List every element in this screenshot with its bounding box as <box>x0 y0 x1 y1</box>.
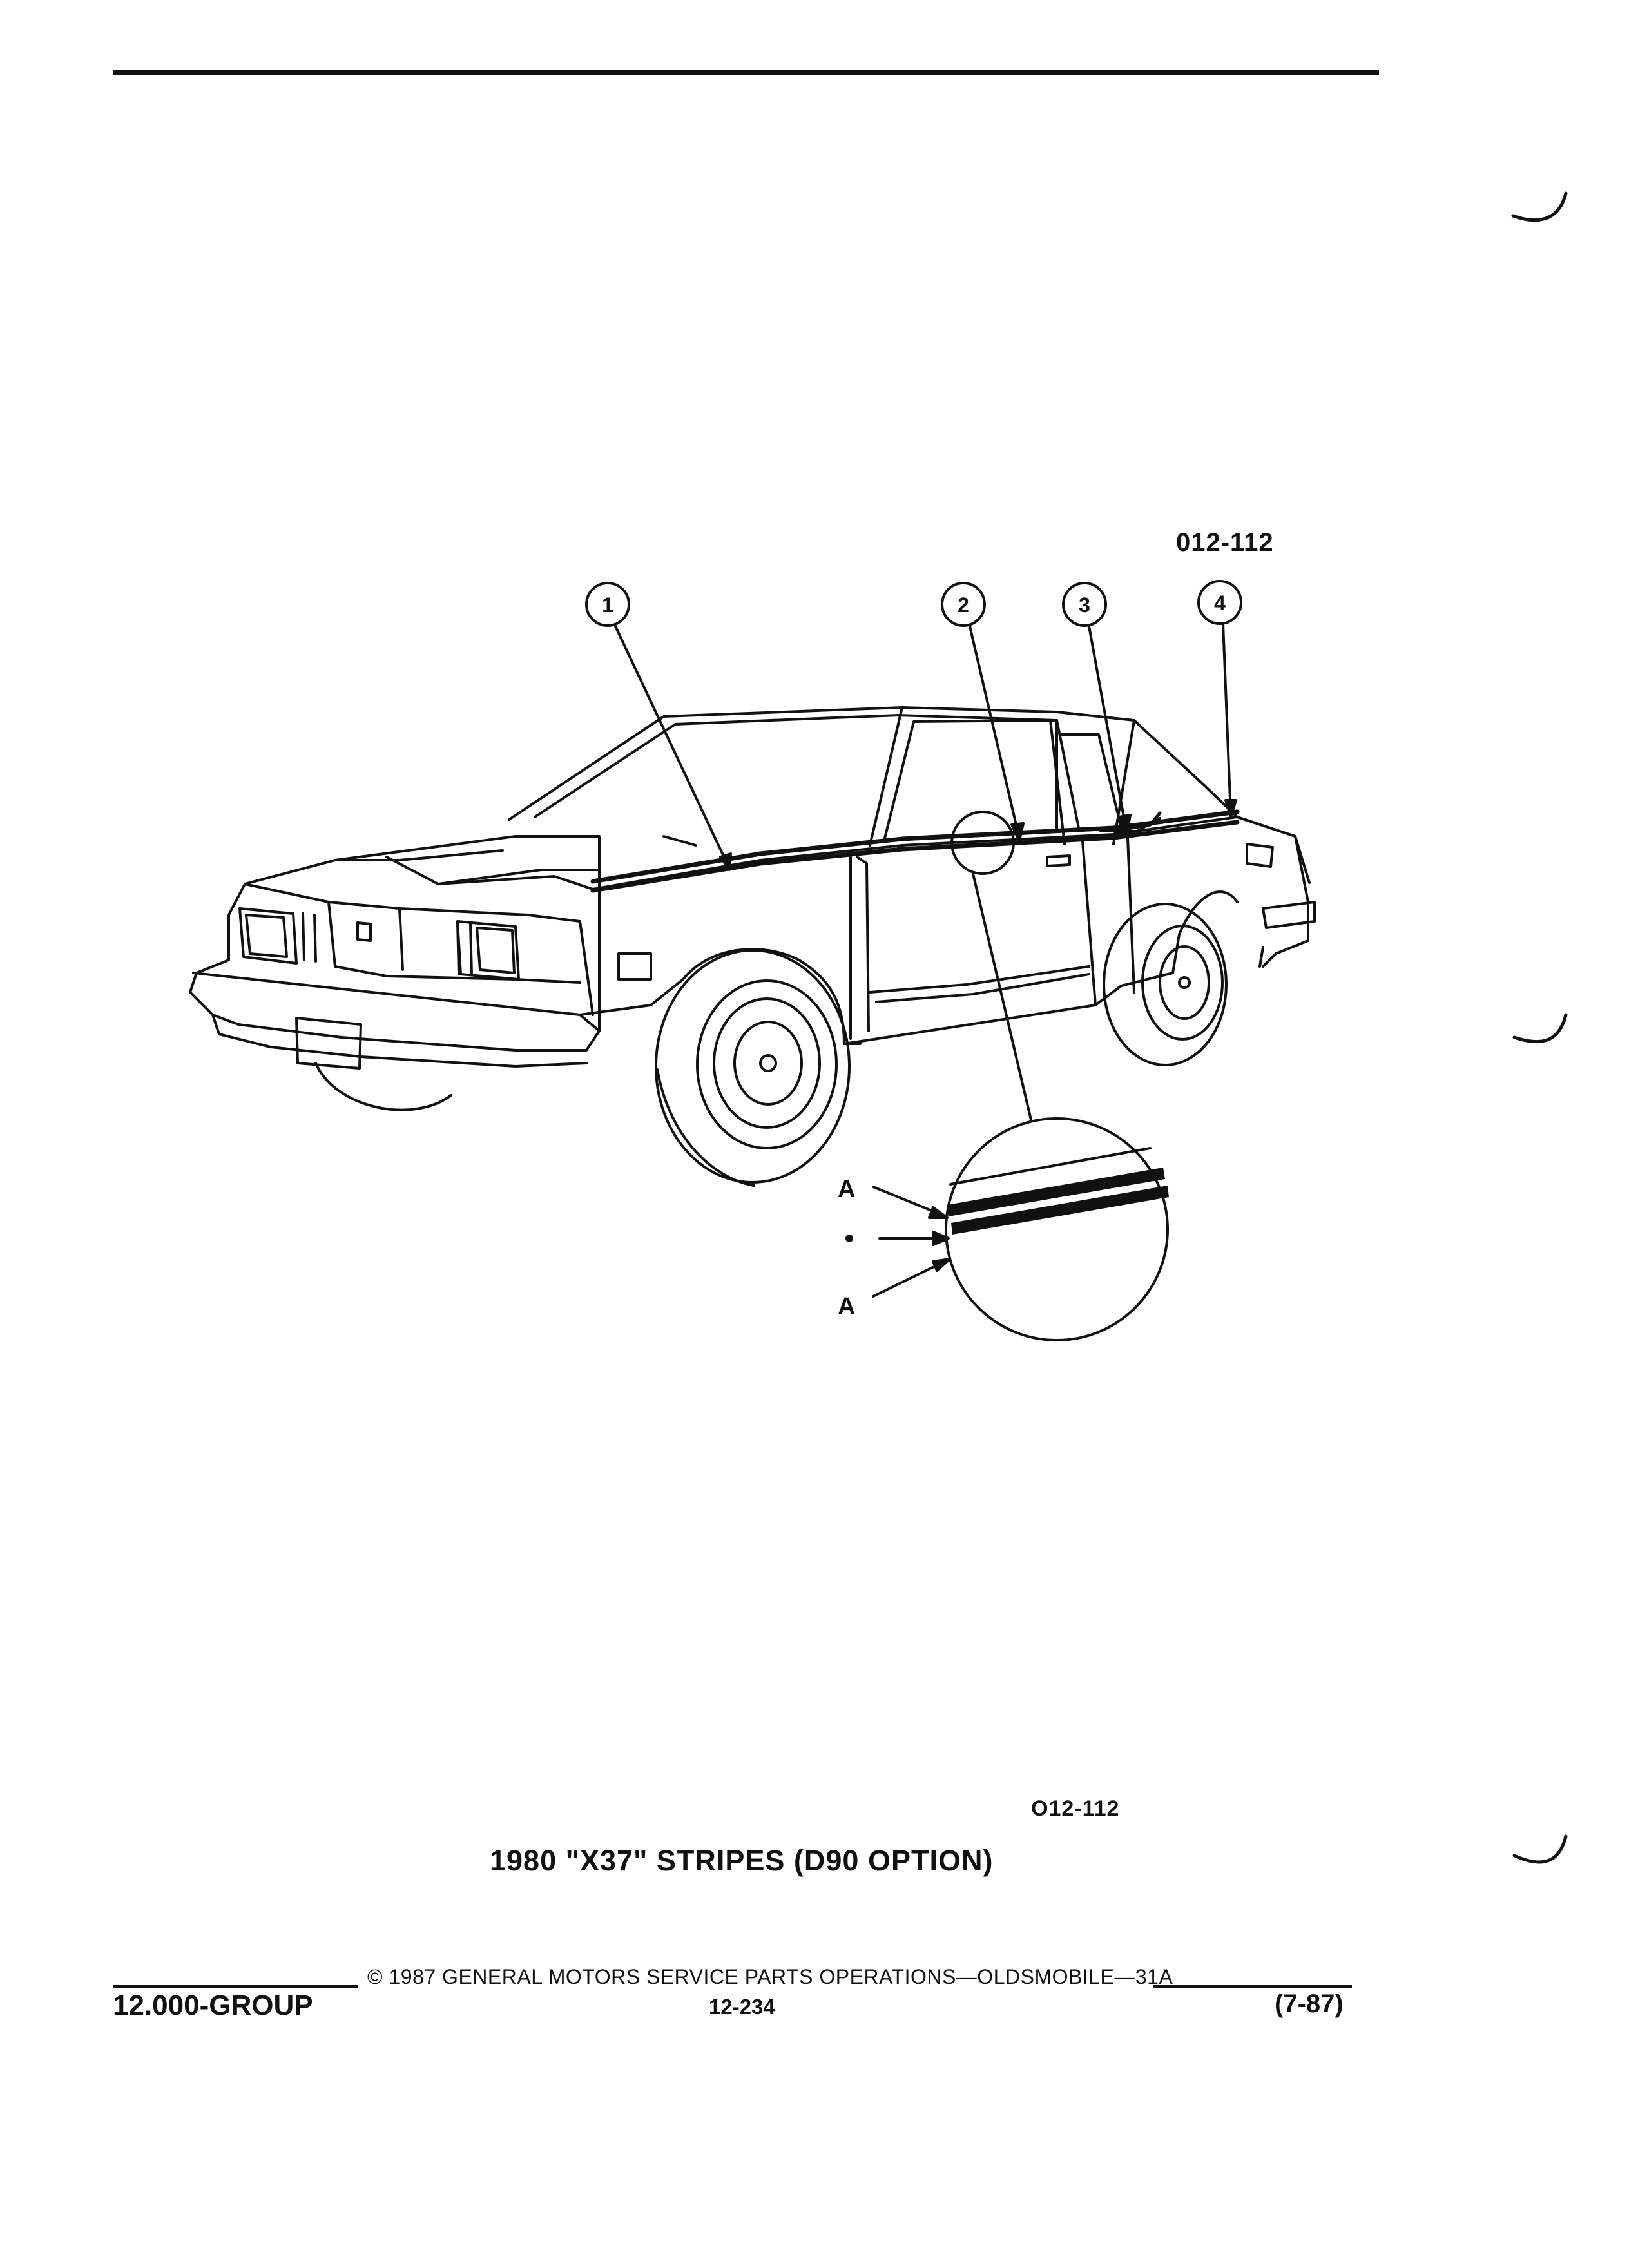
detail-labels: A A <box>838 1176 855 1320</box>
stripe-lines <box>590 809 1240 893</box>
rear-wheel <box>1103 903 1228 1066</box>
callout-3-label: 3 <box>1079 593 1090 617</box>
callout-numbers: 1 2 3 4 <box>602 591 1226 617</box>
revision-date: (7-87) <box>1275 1990 1344 2018</box>
callout-graphics <box>585 580 1242 871</box>
detail-arrows <box>872 1186 951 1298</box>
footer-rule-right <box>1153 1985 1352 1988</box>
copyright-line: © 1987 GENERAL MOTORS SERVICE PARTS OPER… <box>367 1965 1173 1988</box>
page-number: 12-234 <box>709 1995 775 2019</box>
callout-2-label: 2 <box>958 593 969 617</box>
footer-rule-left <box>113 1985 358 1988</box>
callout-1-label: 1 <box>602 593 613 617</box>
figure-caption: 1980 "X37" STRIPES (D90 OPTION) <box>490 1844 994 1877</box>
figure-code-top: 012-112 <box>1176 528 1274 557</box>
binder-marks <box>1511 191 1568 1864</box>
detail-label-a-bottom: A <box>838 1293 855 1320</box>
callout-4-label: 4 <box>1214 591 1226 615</box>
header-rule <box>113 70 1379 75</box>
detail-label-a-top: A <box>838 1176 855 1203</box>
group-label: 12.000-GROUP <box>113 1990 313 2021</box>
detail-magnifier <box>945 811 1169 1341</box>
detail-stripes <box>947 1168 1169 1235</box>
figure-code-bottom: O12-112 <box>1031 1796 1120 1821</box>
front-wheel <box>655 949 851 1187</box>
detail-dot-marker <box>845 1235 853 1242</box>
